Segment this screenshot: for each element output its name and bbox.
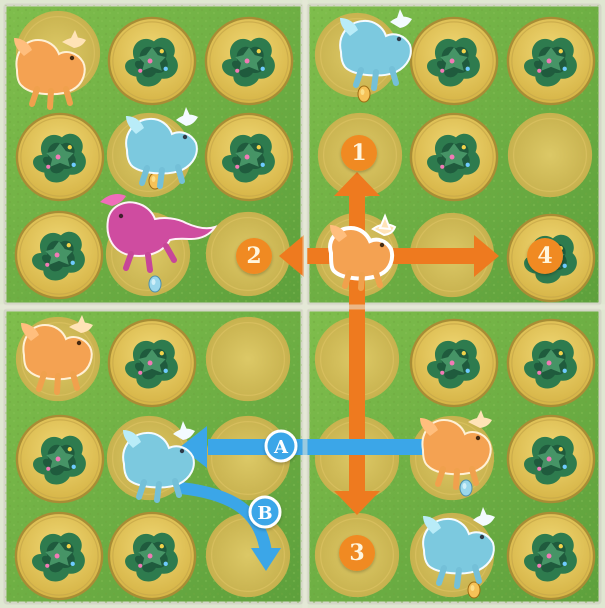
- bush-disc: [508, 18, 594, 104]
- move-badge-1: 1: [341, 135, 377, 171]
- bush-disc: [508, 513, 594, 599]
- move-label-3: 3: [349, 540, 364, 566]
- bush-disc: [109, 320, 195, 406]
- bush-disc: [411, 114, 497, 200]
- bush-disc: [109, 513, 195, 599]
- move-badge-b: B: [250, 497, 280, 527]
- move-label-1: 1: [351, 140, 366, 166]
- bush-disc: [17, 114, 103, 200]
- bush-disc: [206, 18, 292, 104]
- egg-icon: [468, 582, 480, 598]
- move-badge-3: 3: [339, 535, 375, 571]
- bush-disc: [411, 18, 497, 104]
- move-badge-a: A: [266, 431, 296, 461]
- egg-icon: [358, 86, 370, 102]
- move-badge-2: 2: [236, 238, 272, 274]
- bush-disc: [206, 114, 292, 200]
- move-label-4: 4: [537, 243, 552, 269]
- empty-space-disc: [206, 317, 290, 401]
- bush-disc: [17, 416, 103, 502]
- bush-disc: [411, 320, 497, 406]
- bush-disc: [109, 18, 195, 104]
- bush-disc: [508, 320, 594, 406]
- egg-icon: [149, 276, 161, 292]
- bush-disc: [16, 212, 102, 298]
- egg-icon: [460, 480, 472, 496]
- move-label-b: B: [257, 503, 272, 524]
- empty-space-disc: [508, 113, 592, 197]
- move-badge-4: 4: [527, 238, 563, 274]
- empty-space-disc: [206, 513, 290, 597]
- move-label-a: A: [273, 437, 289, 458]
- bush-disc: [16, 513, 102, 599]
- bush-disc: [508, 416, 594, 502]
- move-label-2: 2: [246, 243, 261, 269]
